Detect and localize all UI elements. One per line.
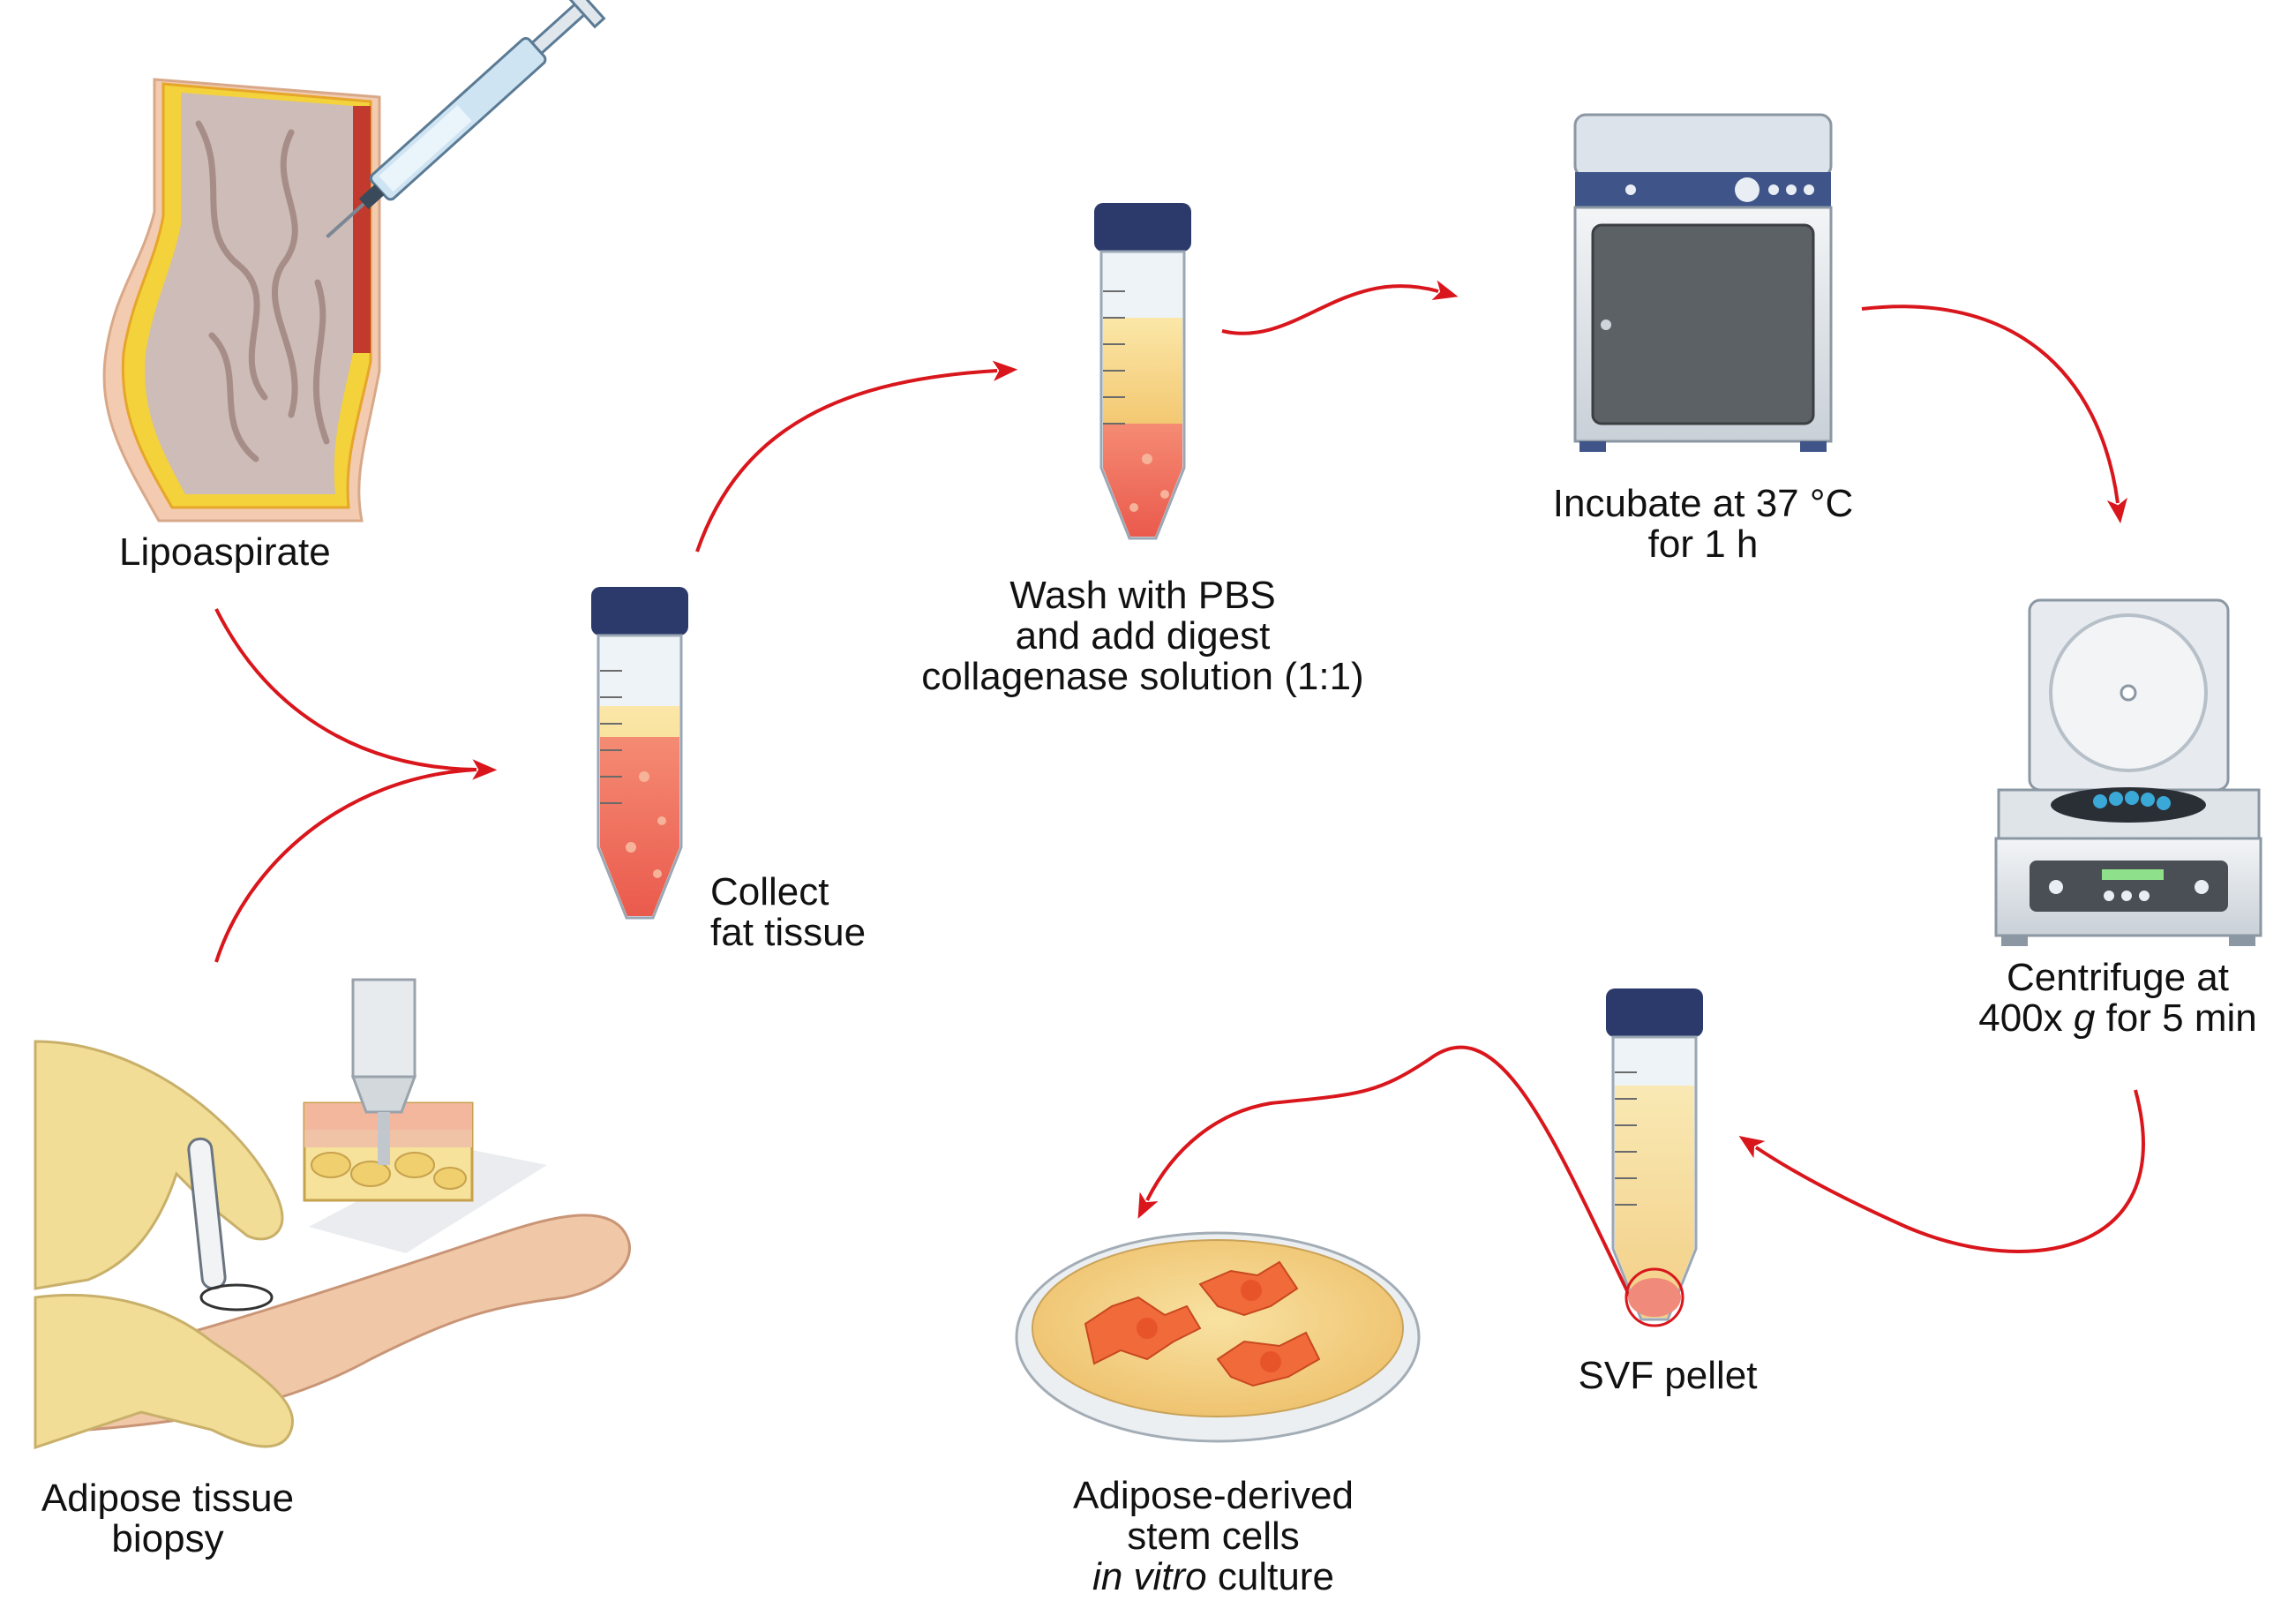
centrifuge-label-line1: Centrifuge at [2007, 956, 2229, 999]
culture-label-invitro: in vitro [1092, 1555, 1207, 1598]
tube-icon-pellet [1606, 988, 1703, 1327]
incubate-label-line1: Incubate at 37 °C [1552, 482, 1854, 525]
arrow-pellet-to-culture [1137, 1045, 1634, 1303]
incubate-label-line2: for 1 h [1647, 522, 1759, 566]
wash-label-line2: and add digest [1015, 614, 1271, 658]
arrow-collect-to-wash [695, 360, 1018, 552]
label-incubate: Incubate at 37 °C for 1 h [1518, 484, 1888, 565]
pellet-highlight-circle [1624, 1267, 1684, 1327]
label-svf-pellet: SVF pellet [1540, 1356, 1796, 1396]
tube-icon-collect [591, 587, 688, 920]
abdomen-fat-illustration [102, 78, 381, 522]
arrow-centrifuge-to-pellet [1738, 1089, 2145, 1253]
centrifuge-label-line2: 400x g for 5 min [1950, 998, 2285, 1039]
arrow-wash-to-incubate [1221, 280, 1459, 335]
label-culture: Adipose-derived stem cells in vitro cult… [1015, 1476, 1412, 1597]
arrow-biopsy-to-collect [214, 768, 477, 963]
syringe-icon [326, 0, 606, 239]
label-collect: Collect fat tissue [710, 872, 913, 953]
label-biopsy: Adipose tissue biopsy [18, 1478, 318, 1560]
centrifuge-label-post: for 5 min [2095, 996, 2257, 1040]
arrow-lipoaspirate-to-collect [214, 608, 498, 780]
culture-label-post: culture [1206, 1555, 1334, 1598]
lipoaspirate-label: Lipoaspirate [119, 530, 331, 574]
centrifuge-label-g: g [2073, 996, 2096, 1040]
culture-label-line3: in vitro culture [1015, 1557, 1412, 1597]
incubator-icon [1573, 113, 1833, 452]
label-lipoaspirate: Lipoaspirate [119, 530, 331, 574]
skin-layer-icon [303, 978, 474, 1202]
wash-label-line1: Wash with PBS [1009, 574, 1276, 617]
svf-pellet-label: SVF pellet [1578, 1354, 1758, 1397]
culture-label-line2: stem cells [1127, 1515, 1300, 1558]
biopsy-label-line2: biopsy [111, 1517, 224, 1560]
collect-label-line1: Collect [710, 870, 829, 913]
flow-arrows [214, 280, 2145, 1303]
petri-dish-icon [1015, 1231, 1421, 1443]
culture-label-line1: Adipose-derived [1073, 1474, 1354, 1517]
biopsy-label-line1: Adipose tissue [41, 1477, 295, 1520]
tube-icon-wash [1094, 203, 1191, 540]
centrifuge-label-pre: 400x [1978, 996, 2074, 1040]
wash-label-line3: collagenase solution (1:1) [921, 655, 1364, 698]
centrifuge-icon [1994, 598, 2262, 946]
collect-label-line2: fat tissue [710, 911, 867, 954]
label-wash: Wash with PBS and add digest collagenase… [887, 575, 1399, 697]
arrow-incubate-to-centrifuge [1861, 304, 2127, 524]
label-centrifuge: Centrifuge at 400x g for 5 min [1950, 958, 2285, 1039]
